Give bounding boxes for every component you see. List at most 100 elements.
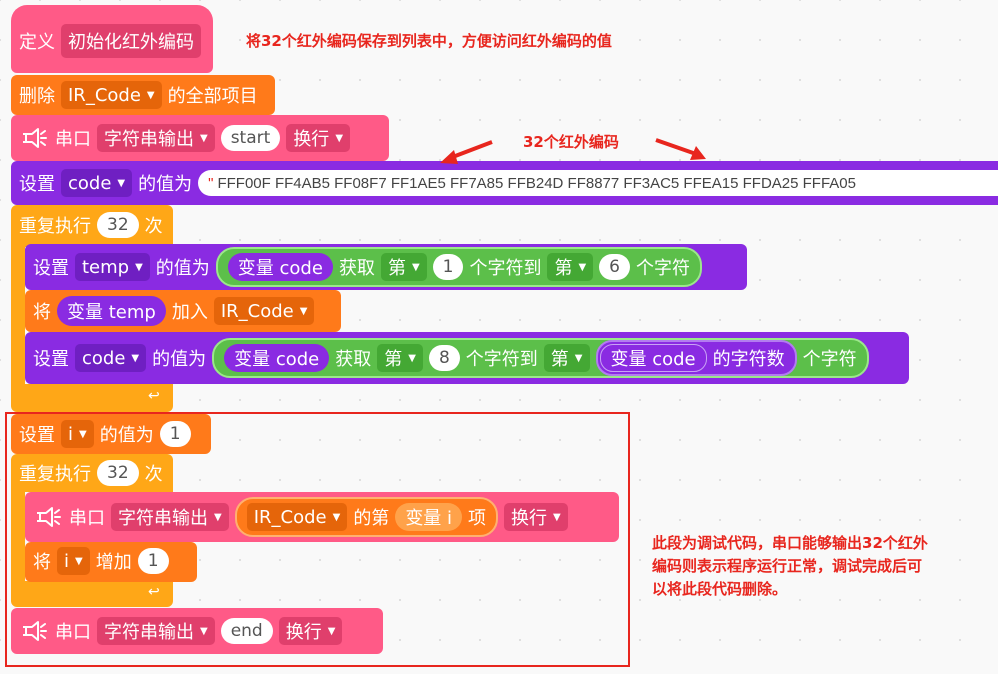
repeat-block-1[interactable] bbox=[11, 205, 173, 247]
speaker-icon bbox=[19, 123, 49, 153]
repeat-tail: 次 bbox=[144, 216, 163, 237]
set-keyword: 设置 bbox=[19, 174, 55, 195]
delete-keyword: 删除 bbox=[19, 86, 55, 107]
repeat-block-2[interactable] bbox=[11, 454, 173, 492]
serial-text-input[interactable]: end bbox=[220, 618, 273, 644]
position-dropdown-2[interactable]: 第▼ bbox=[543, 344, 590, 372]
list-dropdown[interactable]: IR_Code▼ bbox=[246, 503, 348, 531]
to-keyword: 个字符到 bbox=[465, 349, 538, 370]
position-dropdown[interactable]: 第▼ bbox=[377, 344, 423, 372]
caret-down-icon: ▼ bbox=[146, 89, 155, 101]
substring-reporter[interactable]: 变量 code 获取 第▼ 1 个字符到 第▼ 6 个字符 bbox=[215, 247, 702, 287]
set-keyword: 设置 bbox=[33, 349, 69, 370]
get-keyword: 获取 bbox=[338, 258, 375, 279]
arrow-right-icon bbox=[655, 138, 706, 160]
caret-down-icon: ▼ bbox=[327, 625, 336, 637]
repeat-block-1-spine bbox=[11, 245, 25, 385]
caret-down-icon: ▼ bbox=[553, 511, 561, 523]
variable-dropdown[interactable]: i▼ bbox=[57, 547, 90, 575]
repeat-count-input[interactable]: 32 bbox=[97, 212, 139, 238]
caret-down-icon: ▼ bbox=[131, 352, 140, 364]
caret-down-icon: ▼ bbox=[75, 555, 83, 567]
position-dropdown-2[interactable]: 第▼ bbox=[547, 253, 594, 281]
repeat-keyword: 重复执行 bbox=[19, 464, 91, 485]
substring-reporter[interactable]: 变量 code 获取 第▼ 8 个字符到 第▼ 变量 code 的字符数 个字符 bbox=[212, 338, 869, 378]
serial-keyword: 串口 bbox=[55, 129, 91, 150]
define-keyword: 定义 bbox=[19, 32, 55, 53]
to-keyword: 个字符到 bbox=[469, 258, 542, 279]
newline-dropdown[interactable]: 换行▼ bbox=[504, 503, 568, 531]
delete-tail: 的全部项目 bbox=[167, 86, 258, 107]
caret-down-icon: ▼ bbox=[408, 352, 416, 364]
annotation-right-line-1: 此段为调试代码，串口能够输出32个红外 bbox=[652, 534, 928, 552]
caret-down-icon: ▼ bbox=[335, 132, 344, 144]
list-dropdown[interactable]: IR_Code▼ bbox=[61, 81, 162, 109]
from-index-input[interactable]: 8 bbox=[428, 345, 460, 371]
length-keyword: 的字符数 bbox=[712, 349, 785, 370]
variable-code-reporter[interactable]: 变量 code bbox=[224, 344, 330, 372]
serial-text-input[interactable]: start bbox=[220, 125, 281, 151]
loop-return-icon: ↩ bbox=[148, 584, 160, 600]
value-keyword: 的值为 bbox=[138, 174, 193, 195]
i-value-input[interactable]: 1 bbox=[159, 421, 191, 447]
debug-section-frame bbox=[5, 412, 630, 667]
caret-down-icon: ▼ bbox=[200, 132, 208, 144]
loop-return-icon: ↩ bbox=[148, 388, 160, 404]
get-keyword: 获取 bbox=[335, 349, 372, 370]
add-keyword: 将 bbox=[33, 302, 51, 323]
serial-keyword: 串口 bbox=[55, 622, 91, 643]
list-item-reporter[interactable]: IR_Code▼ 的第 变量 i 项 bbox=[234, 497, 499, 537]
variable-code-reporter[interactable]: 变量 code bbox=[227, 253, 333, 281]
value-keyword: 的值为 bbox=[152, 349, 207, 370]
repeat-keyword: 重复执行 bbox=[19, 216, 91, 237]
set-keyword: 设置 bbox=[19, 425, 55, 446]
define-name[interactable]: 初始化红外编码 bbox=[61, 24, 201, 58]
caret-down-icon: ▼ bbox=[200, 625, 208, 637]
value-keyword: 的值为 bbox=[99, 425, 154, 446]
set-keyword: 设置 bbox=[33, 258, 69, 279]
variable-code-reporter[interactable]: 变量 code bbox=[599, 344, 707, 372]
repeat-count-input[interactable]: 32 bbox=[97, 460, 139, 486]
caret-down-icon: ▼ bbox=[299, 305, 308, 317]
char-tail: 个字符 bbox=[802, 349, 857, 370]
serial-mode-dropdown[interactable]: 字符串输出▼ bbox=[97, 124, 215, 152]
caret-down-icon: ▼ bbox=[79, 428, 87, 440]
annotation-right-line-3: 以将此段代码删除。 bbox=[652, 580, 788, 598]
length-reporter[interactable]: 变量 code 的字符数 bbox=[595, 340, 797, 376]
from-index-input[interactable]: 1 bbox=[432, 254, 464, 280]
caret-down-icon: ▼ bbox=[135, 261, 143, 273]
variable-dropdown[interactable]: code▼ bbox=[61, 169, 133, 197]
serial-mode-dropdown[interactable]: 字符串输出▼ bbox=[97, 617, 215, 645]
annotation-right-line-2: 编码则表示程序运行正常，调试完成后可 bbox=[652, 557, 923, 575]
repeat-block-2-spine bbox=[11, 490, 25, 582]
list-dropdown[interactable]: IR_Code▼ bbox=[213, 297, 315, 325]
increase-value-input[interactable]: 1 bbox=[137, 548, 169, 574]
quote-mark: " bbox=[208, 174, 214, 192]
repeat-tail: 次 bbox=[144, 464, 163, 485]
newline-dropdown[interactable]: 换行▼ bbox=[286, 124, 351, 152]
annotation-middle: 32个红外编码 bbox=[523, 133, 619, 151]
variable-i-reporter[interactable]: 变量 i bbox=[395, 503, 463, 531]
caret-down-icon: ▼ bbox=[578, 261, 587, 273]
add-mid: 加入 bbox=[171, 302, 208, 323]
to-index-input[interactable]: 6 bbox=[599, 254, 630, 280]
item-tail: 项 bbox=[468, 508, 487, 529]
speaker-icon bbox=[19, 616, 49, 646]
variable-dropdown[interactable]: code▼ bbox=[75, 344, 147, 372]
caret-down-icon: ▼ bbox=[117, 177, 126, 189]
caret-down-icon: ▼ bbox=[411, 261, 420, 273]
char-tail: 个字符 bbox=[636, 258, 690, 279]
code-string-input[interactable]: "FFF00F FF4AB5 FF08F7 FF1AE5 FF7A85 FFB2… bbox=[198, 170, 998, 196]
variable-dropdown[interactable]: i▼ bbox=[61, 420, 94, 448]
newline-dropdown[interactable]: 换行▼ bbox=[278, 617, 343, 645]
annotation-top: 将32个红外编码保存到列表中，方便访问红外编码的值 bbox=[246, 32, 612, 50]
serial-mode-dropdown[interactable]: 字符串输出▼ bbox=[111, 503, 229, 531]
position-dropdown[interactable]: 第▼ bbox=[380, 253, 427, 281]
increase-keyword: 增加 bbox=[95, 552, 132, 573]
variable-temp-reporter[interactable]: 变量 temp bbox=[57, 296, 166, 326]
caret-down-icon: ▼ bbox=[574, 352, 583, 364]
value-keyword: 的值为 bbox=[155, 258, 210, 279]
caret-down-icon: ▼ bbox=[214, 511, 222, 523]
variable-dropdown[interactable]: temp▼ bbox=[75, 253, 150, 281]
annotation-right: 此段为调试代码，串口能够输出32个红外 编码则表示程序运行正常，调试完成后可 以… bbox=[652, 532, 928, 601]
